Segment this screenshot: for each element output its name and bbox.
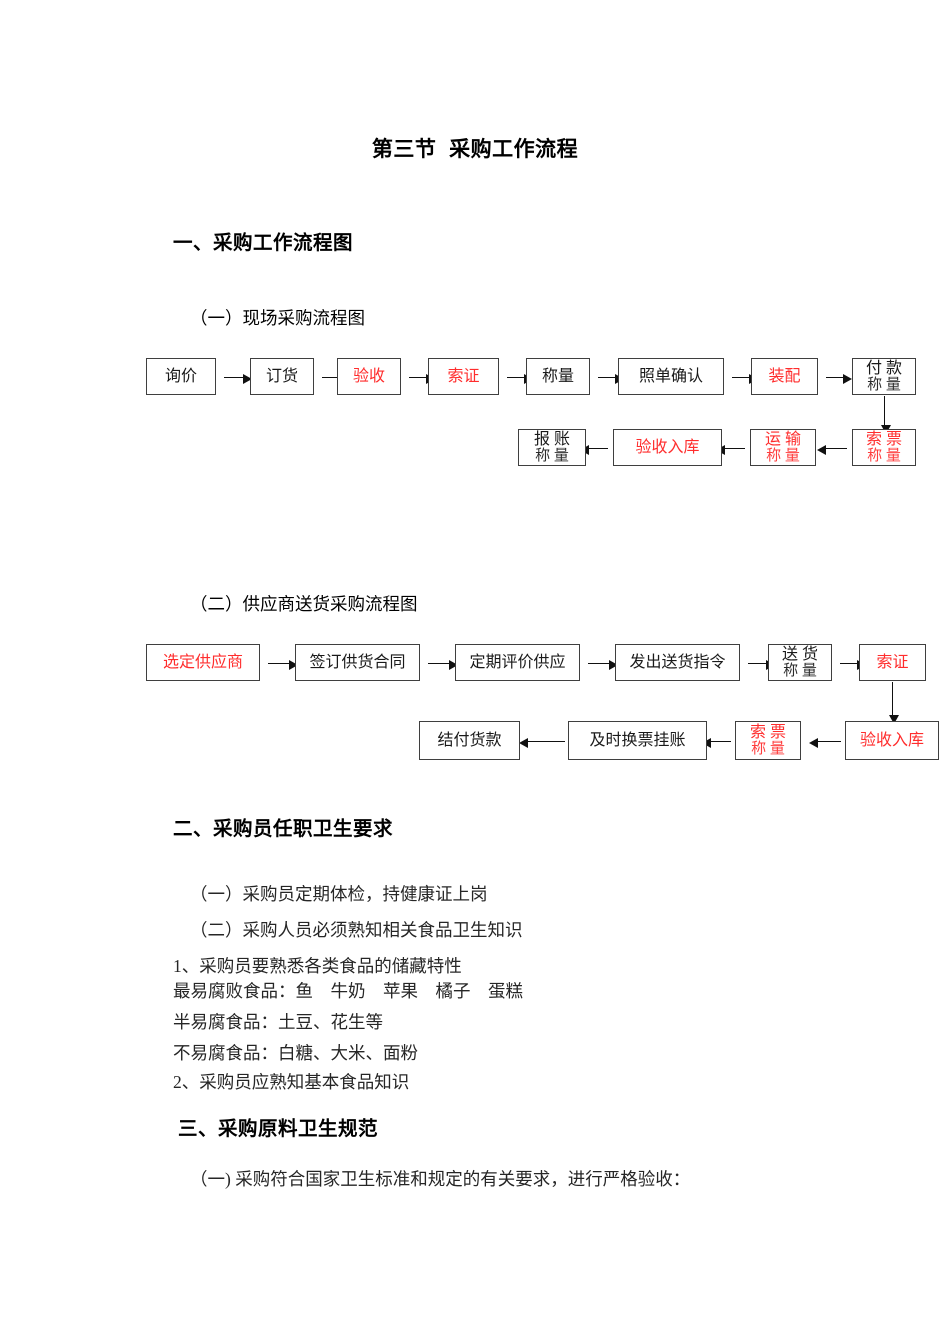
requirement-line-7: 2、采购员应熟知基本食品知识 [173,1072,410,1092]
flow-box-qiandinggonghuohetong[interactable]: 签订供货合同 [295,644,420,681]
arrow-zhuangpei-to-fukuan [826,373,852,384]
arrow-suopiao2-to-jishihuanpiao [702,737,731,748]
flow-box-label: 验收 [352,367,385,385]
flow-box-fachusonghuozhiling[interactable]: 发出送货指令 [615,644,740,681]
flow-box-label: 付 款 称 量 [865,359,902,394]
flow-box-songhuo[interactable]: 送 货 称 量 [768,644,832,681]
flow-box-zhuangpei[interactable]: 装配 [751,358,818,395]
requirement-line-5: 半易腐食品：土豆、花生等 [173,1012,383,1032]
flow-box-label: 照单确认 [638,367,703,385]
requirement-line-6: 不易腐食品：白糖、大米、面粉 [173,1043,418,1063]
flow-box-label: 及时换票挂账 [589,731,686,749]
hygiene-line-1: （一) 采购符合国家卫生标准和规定的有关要求，进行严格验收： [190,1169,691,1189]
flow-box-xuandinggongyingshang[interactable]: 选定供应商 [146,644,260,681]
flow-box-sublabel: 称 量 [783,663,817,680]
arrow-xuanding-to-qianding [268,659,298,670]
flow-box-suozheng-2[interactable]: 索证 [859,644,926,681]
arrow-chengliang-to-zhaodanqueren [598,373,624,384]
arrow-yanshouruku2-to-suopiao2 [809,737,841,748]
requirement-line-3: 1、采购员要熟悉各类食品的储藏特性 [173,956,462,976]
flow-box-sublabel: 称 量 [751,741,785,758]
arrow-yanshouruku-to-baozhang [580,444,608,455]
flow-box-label: 索证 [447,367,480,385]
flow-box-dingqipingjiagongying[interactable]: 定期评价供应 [455,644,580,681]
arrow-songhuo-to-suozheng2 [840,659,866,670]
arrow-dingqipingjia-to-fachu [588,659,618,670]
flow-box-label: 定期评价供应 [469,653,566,671]
flow-box-label: 发出送货指令 [629,653,726,671]
flow-box-suopiao-2[interactable]: 索 票 称 量 [735,721,801,760]
arrow-suozheng2-to-yanshouruku2 [888,682,899,724]
flow-box-label: 询价 [164,367,197,385]
arrow-yanshou-to-suozheng [409,373,435,384]
flow-box-suozheng[interactable]: 索证 [428,358,499,395]
arrow-suozheng-to-chengliang [507,373,533,384]
flow-box-suopiao[interactable]: 索 票 称 量 [852,429,916,466]
arrow-suopiao-to-yunshu [817,444,847,455]
flow-box-label: 订货 [265,367,298,385]
arrow-xunjia-to-dinghuo [224,373,252,384]
flow-box-fukuan[interactable]: 付 款 称 量 [852,358,916,395]
arrow-fukuan-to-suopiao [880,396,891,434]
flow-box-jishihuanpiaoguazhang[interactable]: 及时换票挂账 [568,721,707,760]
flow-box-yanshouruku[interactable]: 验收入库 [613,429,722,466]
flow-box-label: 报 账 称 量 [533,430,570,465]
page-title: 第三节 采购工作流程 [371,138,579,161]
flow-box-label: 索证 [876,653,909,671]
section-heading-one: 一、采购工作流程图 [173,232,354,254]
arrow-jishihuanpiao-to-jiefuhuokuan [519,737,565,748]
flow-box-label: 签订供货合同 [309,653,406,671]
flow-box-label: 选定供应商 [162,653,243,671]
section-heading-three: 三、采购原料卫生规范 [178,1118,379,1140]
flow-box-yanshou[interactable]: 验收 [337,358,401,395]
subheading-onsite-flowchart: （一）现场采购流程图 [190,308,365,328]
flow-box-label: 验收入库 [859,731,924,749]
requirement-line-4: 最易腐败食品：鱼 牛奶 苹果 橘子 蛋糕 [173,981,523,1001]
flow-box-xunjia[interactable]: 询价 [146,358,216,395]
section-heading-two: 二、采购员任职卫生要求 [173,818,394,840]
flow-box-label: 索 票 称 量 [749,723,786,758]
flow-box-jiefuhuokuan[interactable]: 结付货款 [419,721,520,760]
flow-box-label: 验收入库 [635,438,700,456]
flow-box-label: 装配 [768,367,801,385]
requirement-line-1: （一）采购员定期体检，持健康证上岗 [190,884,488,904]
subheading-supplier-flowchart: （二）供应商送货采购流程图 [190,594,418,614]
flow-box-yanshouruku-2[interactable]: 验收入库 [845,721,939,760]
arrow-zhaodanqueren-to-zhuangpei [732,373,758,384]
flow-box-zhaodanqueren[interactable]: 照单确认 [618,358,724,395]
requirement-line-2: （二）采购人员必须熟知相关食品卫生知识 [190,920,523,940]
arrow-qianding-to-dingqipingjia [428,659,458,670]
flow-box-label: 结付货款 [437,731,502,749]
arrow-fachu-to-songhuo [748,659,775,670]
flow-box-label: 索 票 称 量 [865,430,902,465]
flow-box-sublabel: 称 量 [535,448,569,465]
flow-box-chengliang[interactable]: 称量 [526,358,590,395]
flow-box-sublabel: 称 量 [766,448,800,465]
arrow-yunshu-to-yanshouruku [716,444,745,455]
flow-box-baozhang[interactable]: 报 账 称 量 [518,429,586,466]
flow-box-label: 运 输 称 量 [764,430,801,465]
flow-box-label: 称量 [541,367,574,385]
flow-box-dinghuo[interactable]: 订货 [250,358,314,395]
flow-box-sublabel: 称 量 [867,377,901,394]
flow-box-sublabel: 称 量 [867,448,901,465]
flow-box-yunshu[interactable]: 运 输 称 量 [750,429,816,466]
flow-box-label: 送 货 称 量 [781,645,818,680]
